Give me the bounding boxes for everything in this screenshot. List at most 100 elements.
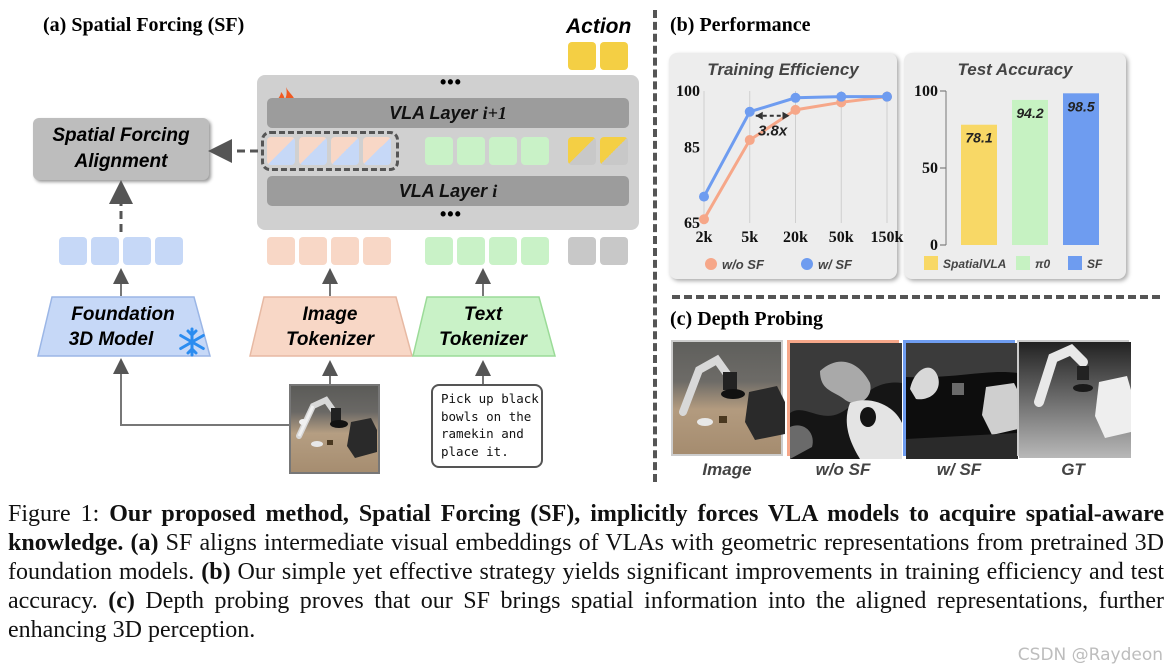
annotation-arrow-head [755, 111, 763, 120]
text-token [521, 137, 549, 165]
image-token [363, 237, 391, 265]
text-tok-line2: Tokenizer [439, 329, 527, 350]
panel-a-title: (a) Spatial Forcing (SF) [43, 14, 245, 36]
legend-marker [705, 258, 717, 270]
x-tick-label: 150k [871, 229, 904, 246]
instruction-line: place it. [441, 443, 509, 459]
panel-b-title: (b) Performance [670, 14, 811, 36]
snowflake-icon [177, 327, 207, 362]
bar-value-label: 98.5 [1067, 98, 1094, 114]
image-tok-line1: Image [302, 304, 358, 325]
watermark: CSDN @Raydeon [1017, 645, 1163, 665]
placeholder-token [600, 237, 628, 265]
bar-value-label: 94.2 [1016, 105, 1043, 121]
vertical-divider [653, 10, 657, 482]
training-efficiency-card [669, 53, 897, 279]
bar [961, 124, 997, 245]
x-tick-label: 20k [783, 229, 808, 246]
figure-caption: Figure 1: Our proposed method, Spatial F… [8, 500, 1164, 645]
foundation-3d-model-shape [37, 296, 211, 357]
text-token [457, 237, 485, 265]
bar-value-label: 78.1 [965, 130, 992, 146]
text-token [425, 137, 453, 165]
caption-bold: Our proposed method, Spatial Forcing (SF… [8, 501, 1164, 556]
chart1-title: Training Efficiency [707, 60, 859, 79]
legend-marker [924, 256, 938, 270]
foundation-3d-model-label: Foundation 3D Model [40, 302, 206, 352]
caption-b-label: (b) [201, 559, 231, 585]
placeholder-token [568, 237, 596, 265]
dots-bottom: ••• [440, 204, 462, 224]
text-token [425, 237, 453, 265]
x-tick-label: 2k [696, 229, 713, 246]
alignment-line2: Alignment [74, 151, 168, 172]
vla-layer-top: VLA Layer i+1 [267, 98, 629, 128]
alignment-line1: Spatial Forcing [52, 125, 190, 146]
caption-c-text: Depth probing proves that our SF brings … [8, 588, 1164, 643]
hybrid-token [299, 137, 327, 165]
y-tick-label: 0 [930, 237, 938, 254]
action-hybrid-token [568, 137, 596, 165]
action-hybrid-token [600, 137, 628, 165]
instruction-line: bowls on the [441, 408, 532, 424]
image-token [299, 237, 327, 265]
probe-label: GT [1061, 460, 1085, 479]
y-tick-label: 85 [684, 140, 700, 157]
3d-token [91, 237, 119, 265]
horizontal-divider [672, 295, 1160, 299]
data-point [699, 191, 709, 202]
annotation-label: 3.8x [758, 123, 788, 140]
3d-token [123, 237, 151, 265]
foundation-line2: 3D Model [68, 329, 154, 350]
layer-bottom-label: VLA Layer [398, 181, 488, 201]
vla-layer-bottom: VLA Layer i [267, 176, 629, 206]
aligned-token-group [261, 131, 399, 171]
caption-c-label: (c) [108, 588, 135, 614]
caption-prefix: Figure 1: [8, 501, 110, 527]
action-token [600, 42, 628, 70]
bar [1063, 93, 1099, 245]
probe-label: Image [702, 460, 752, 479]
image-token [267, 237, 295, 265]
legend-marker [1068, 256, 1082, 270]
probe-image [671, 340, 785, 456]
legend-label: π0 [1035, 257, 1051, 271]
probe-gt [1017, 340, 1131, 458]
y-tick-label: 65 [684, 215, 700, 232]
legend-marker [801, 258, 813, 270]
instruction-line: Pick up black [441, 391, 539, 406]
panel-c-title: (c) Depth Probing [670, 308, 823, 330]
data-point [882, 91, 892, 102]
image-tok-line2: Tokenizer [286, 329, 374, 350]
dots-top: ••• [440, 72, 462, 92]
hybrid-token [331, 137, 359, 165]
instruction-box: Pick up black bowls on the ramekin and p… [431, 384, 543, 468]
y-tick-label: 50 [922, 160, 938, 177]
legend-marker [1016, 256, 1030, 270]
y-tick-label: 100 [676, 83, 700, 100]
3d-token [59, 237, 87, 265]
legend-label: w/ SF [818, 257, 853, 272]
text-token [521, 237, 549, 265]
image-tokenizer-shape [249, 296, 413, 357]
data-point [699, 214, 709, 225]
spatial-forcing-alignment-box: Spatial Forcing Alignment [33, 118, 209, 180]
data-point [790, 104, 801, 115]
instruction-line: ramekin and [441, 426, 524, 441]
data-point [744, 135, 755, 146]
caption-b-text: Our simple yet effective strategy yields… [8, 559, 1164, 614]
bar [1012, 99, 1048, 245]
annotation-arrow-head [782, 111, 790, 120]
probe-label: w/ SF [936, 460, 982, 479]
image-tokenizer-label: Image Tokenizer [252, 302, 408, 352]
image-token [331, 237, 359, 265]
probe-wo-sf [787, 340, 902, 459]
probe-label: w/o SF [815, 460, 871, 479]
text-tokenizer-label: Text Tokenizer [415, 302, 551, 352]
data-point [744, 106, 755, 117]
layer-top-label: VLA Layer [389, 103, 478, 123]
hybrid-token [363, 137, 391, 165]
action-label: Action [566, 15, 632, 38]
layer-bottom-index: i [492, 181, 498, 201]
